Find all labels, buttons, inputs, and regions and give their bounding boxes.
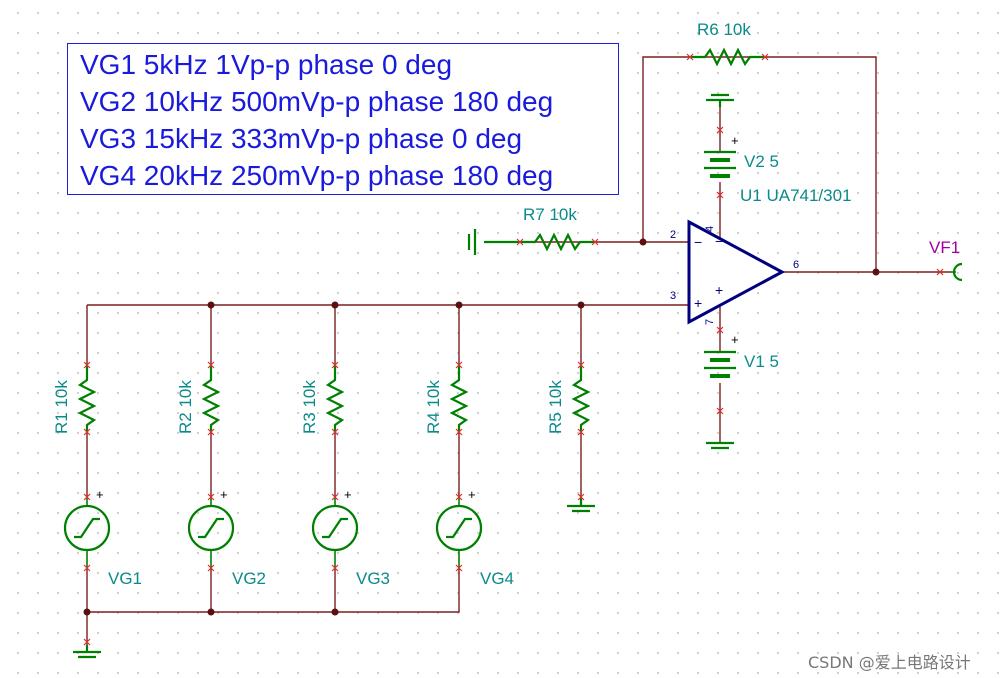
generator-vg2[interactable]	[187, 497, 235, 568]
label-v1: V1 5	[744, 352, 779, 371]
resistor-r7[interactable]	[520, 232, 595, 252]
label-r3: R3 10k	[300, 380, 319, 434]
opamp-supply-minus-sign: −	[715, 233, 723, 249]
plus-vg3: +	[344, 487, 352, 502]
pin-ticks	[83, 53, 944, 646]
note-line-vg2: VG2 10kHz 500mVp-p phase 180 deg	[80, 86, 554, 117]
note-line-vg3: VG3 15kHz 333mVp-p phase 0 deg	[80, 123, 523, 154]
opamp-supply-plus-sign: +	[715, 282, 723, 298]
ground-symbol-sources	[73, 645, 101, 659]
label-r7: R7 10k	[523, 205, 577, 224]
opamp-u1[interactable]	[687, 219, 786, 325]
label-vg1: VG1	[108, 569, 142, 588]
label-vg2: VG2	[232, 569, 266, 588]
ground-symbol-r5	[567, 498, 595, 513]
generator-vg4[interactable]	[435, 497, 483, 568]
label-vg3: VG3	[356, 569, 390, 588]
pin-number-6: 6	[793, 259, 799, 271]
pin-number-4: 4	[704, 226, 716, 232]
resistor-r6[interactable]	[690, 47, 765, 67]
resistor-r3[interactable]	[325, 365, 345, 432]
junctions	[83, 238, 880, 616]
label-r5: R5 10k	[546, 380, 565, 434]
label-vg4: VG4	[480, 569, 514, 588]
label-r2: R2 10k	[176, 380, 195, 434]
opamp-minus-sign: −	[694, 234, 702, 250]
plus-v2: +	[731, 133, 739, 148]
plus-vg4: +	[468, 487, 476, 502]
label-vf1: VF1	[929, 238, 960, 257]
ground-symbol-r7	[467, 229, 520, 255]
pin-number-7: 7	[704, 319, 716, 325]
plus-vg2: +	[220, 487, 228, 502]
label-r1: R1 10k	[52, 380, 71, 434]
label-r6: R6 10k	[697, 20, 751, 39]
battery-v1[interactable]	[704, 350, 736, 378]
opamp-plus-sign: +	[694, 295, 702, 311]
generator-vg1[interactable]	[63, 497, 111, 568]
label-v2: V2 5	[744, 152, 779, 171]
ground-symbol-v2	[706, 93, 734, 107]
label-r4: R4 10k	[424, 380, 443, 434]
voltage-probe-vf1[interactable]	[950, 262, 963, 282]
note-line-vg1: VG1 5kHz 1Vp-p phase 0 deg	[80, 49, 453, 80]
label-u1: U1 UA741/301	[740, 186, 852, 205]
resistor-r1[interactable]	[77, 365, 97, 432]
generator-vg3[interactable]	[311, 497, 359, 568]
resistor-r5[interactable]	[571, 365, 591, 432]
battery-v2[interactable]	[704, 150, 736, 178]
resistor-r4[interactable]	[449, 365, 469, 432]
pin-number-2: 2	[670, 229, 676, 241]
watermark: CSDN @爱上电路设计	[808, 653, 971, 672]
plus-v1: +	[731, 332, 739, 347]
plus-vg1: +	[96, 487, 104, 502]
resistor-r2[interactable]	[201, 365, 221, 432]
signal-note-box[interactable]: VG1 5kHz 1Vp-p phase 0 deg VG2 10kHz 500…	[67, 43, 619, 195]
pin-number-3: 3	[670, 290, 676, 302]
note-line-vg4: VG4 20kHz 250mVp-p phase 180 deg	[80, 160, 554, 191]
ground-symbol-v1	[706, 441, 734, 450]
